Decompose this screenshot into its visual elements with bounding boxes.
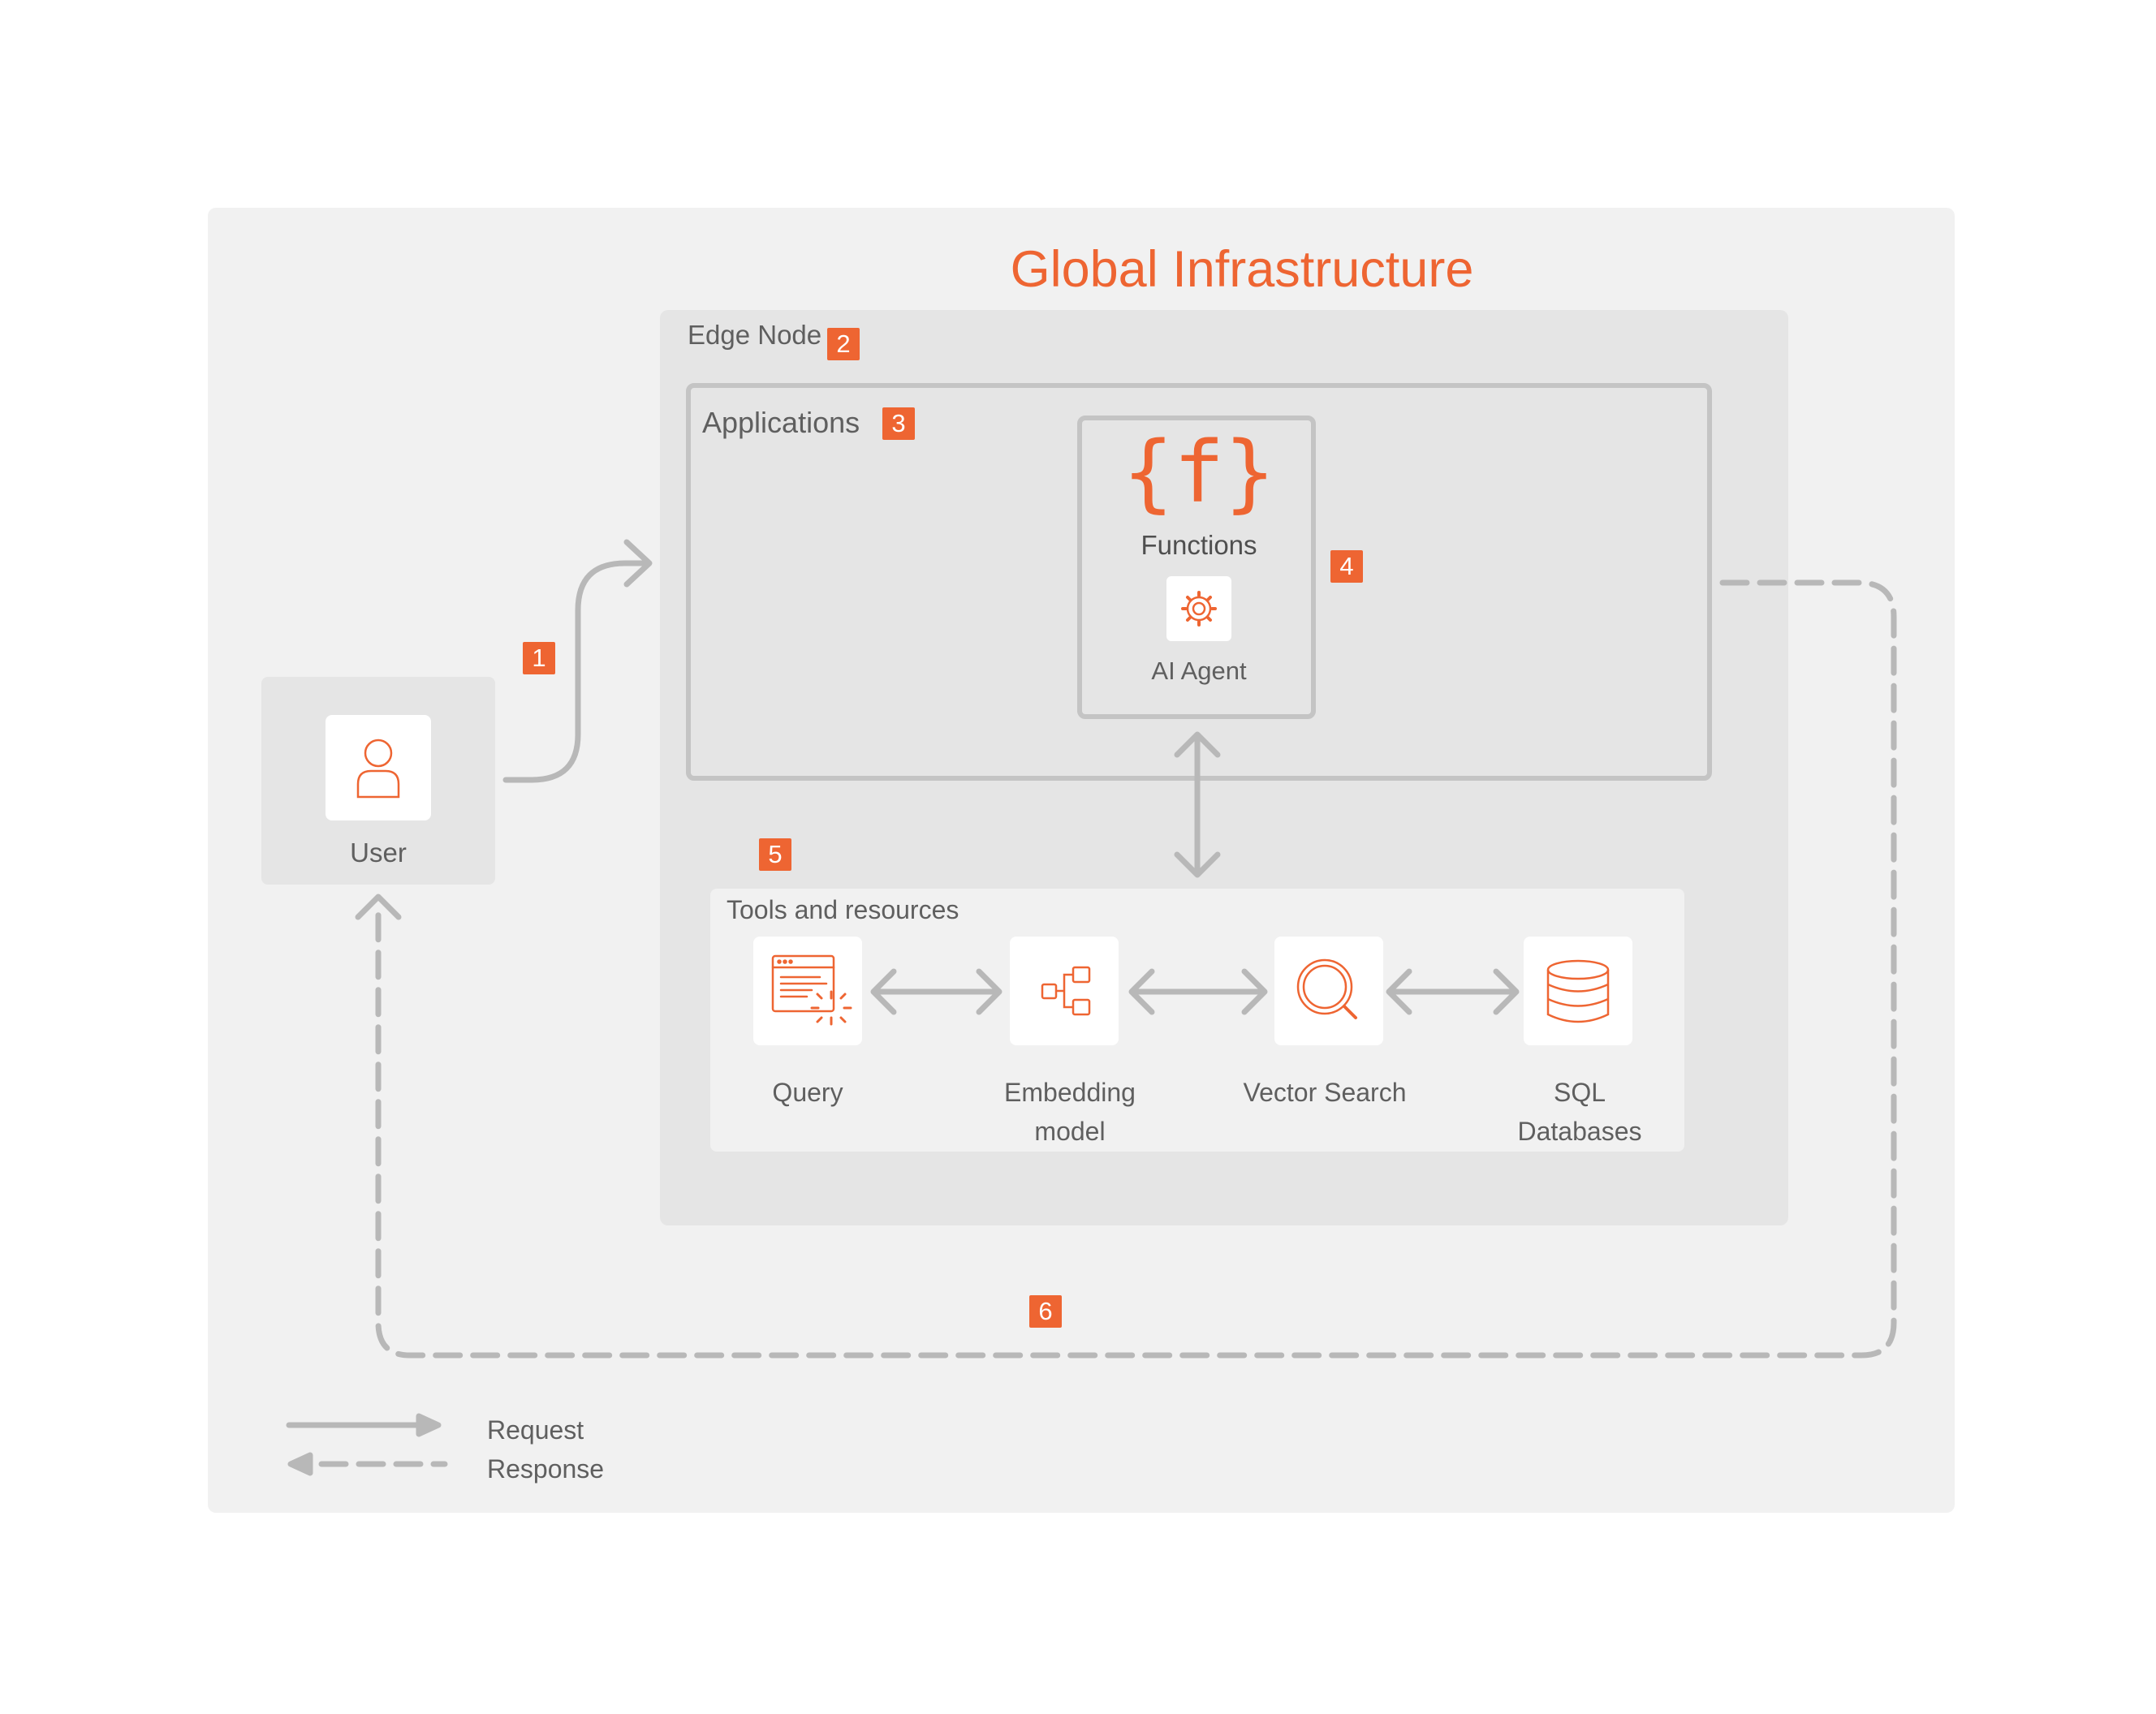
vector-sql-arrowhead-right	[1493, 968, 1520, 1015]
legend-response-arrowhead	[287, 1452, 313, 1476]
embedding-model-label: Embedding model	[1004, 1078, 1136, 1146]
step-badge-1: 1	[523, 642, 555, 674]
vector-search-tile	[1274, 937, 1383, 1045]
functions-tools-arrowhead-down	[1174, 851, 1221, 878]
user-icon	[356, 739, 400, 799]
applications-label: Applications	[702, 406, 860, 439]
tools-and-resources-box	[710, 889, 1684, 1152]
vector-sql-arrowhead-left	[1386, 968, 1412, 1015]
response-arrowhead	[355, 894, 402, 920]
response-dashed-path	[375, 579, 1897, 1359]
network-nodes-icon	[1041, 966, 1091, 1016]
query-embedding-arrowhead-right	[976, 968, 1003, 1015]
step-badge-5: 5	[759, 838, 791, 871]
query-embedding-arrowhead-left	[870, 968, 897, 1015]
sql-databases-label: SQL Databases	[1517, 1078, 1642, 1146]
gear-icon	[1181, 591, 1217, 627]
ai-agent-label: AI Agent	[1151, 657, 1247, 685]
embedding-vector-arrowhead-left	[1128, 968, 1155, 1015]
functions-label: Functions	[1141, 530, 1257, 560]
user-label: User	[350, 838, 407, 868]
user-tile	[326, 715, 431, 820]
request-arrow-user-to-apps	[502, 560, 649, 783]
query-label: Query	[772, 1078, 843, 1107]
request-arrowhead	[623, 539, 653, 588]
legend-request-arrowhead	[416, 1413, 442, 1437]
step-badge-6: 6	[1029, 1295, 1062, 1328]
magnifier-icon	[1296, 958, 1357, 1019]
vector-search-label: Vector Search	[1243, 1078, 1407, 1107]
step-badge-3: 3	[882, 407, 915, 440]
embedding-vector-arrowhead-right	[1241, 968, 1268, 1015]
legend-response-label: Response	[487, 1454, 605, 1484]
functions-box	[1077, 416, 1316, 719]
query-window-icon	[771, 954, 852, 1026]
database-icon	[1546, 959, 1610, 1023]
functions-tools-arrowhead-up	[1174, 731, 1221, 758]
step-badge-2: 2	[827, 328, 860, 360]
step-badge-4: 4	[1330, 550, 1363, 583]
tools-and-resources-label: Tools and resources	[727, 895, 959, 924]
curly-braces-f-icon: {f}	[1123, 423, 1275, 522]
diagram-title: Global Infrastructure	[1010, 241, 1474, 298]
legend-request-label: Request	[487, 1415, 584, 1445]
edge-node-label: Edge Node	[688, 320, 822, 350]
ai-agent-tile	[1166, 576, 1231, 641]
